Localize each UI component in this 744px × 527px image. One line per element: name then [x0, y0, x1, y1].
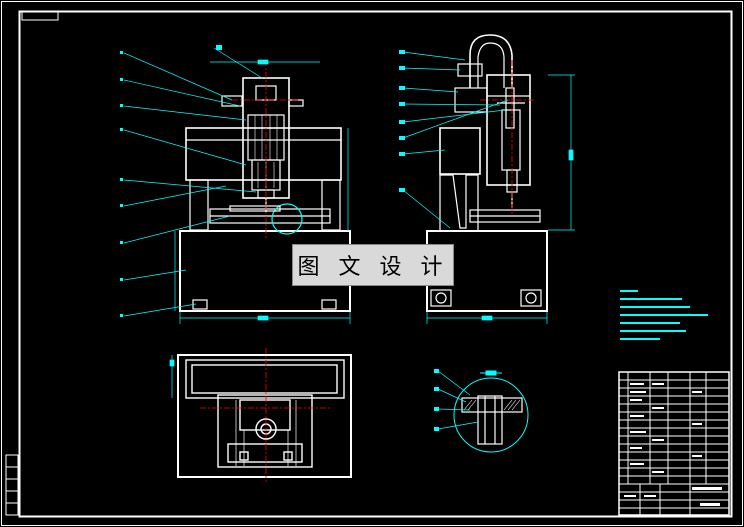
front-view-dimensions [174, 59, 351, 324]
watermark-label: 图 文 设 计 [292, 244, 454, 286]
detail-view [453, 370, 529, 453]
technical-notes [620, 290, 708, 340]
side-view-balloons [399, 50, 405, 192]
binding-strip [5, 454, 19, 516]
top-view [177, 354, 352, 478]
detail-view-leaders [437, 370, 479, 430]
title-block [618, 371, 730, 516]
detail-view-balloons [434, 369, 439, 431]
side-view-leaders [402, 51, 509, 229]
title-block-text-marks [624, 383, 722, 506]
top-view-centerlines [200, 348, 330, 482]
side-view-dimensions [426, 74, 575, 324]
front-view-leaders [123, 47, 263, 317]
front-view-centerlines [232, 60, 300, 240]
side-view [426, 34, 548, 312]
front-view-balloons [120, 45, 222, 317]
detail-view-body [461, 395, 523, 445]
top-view-dimensions [169, 355, 175, 398]
